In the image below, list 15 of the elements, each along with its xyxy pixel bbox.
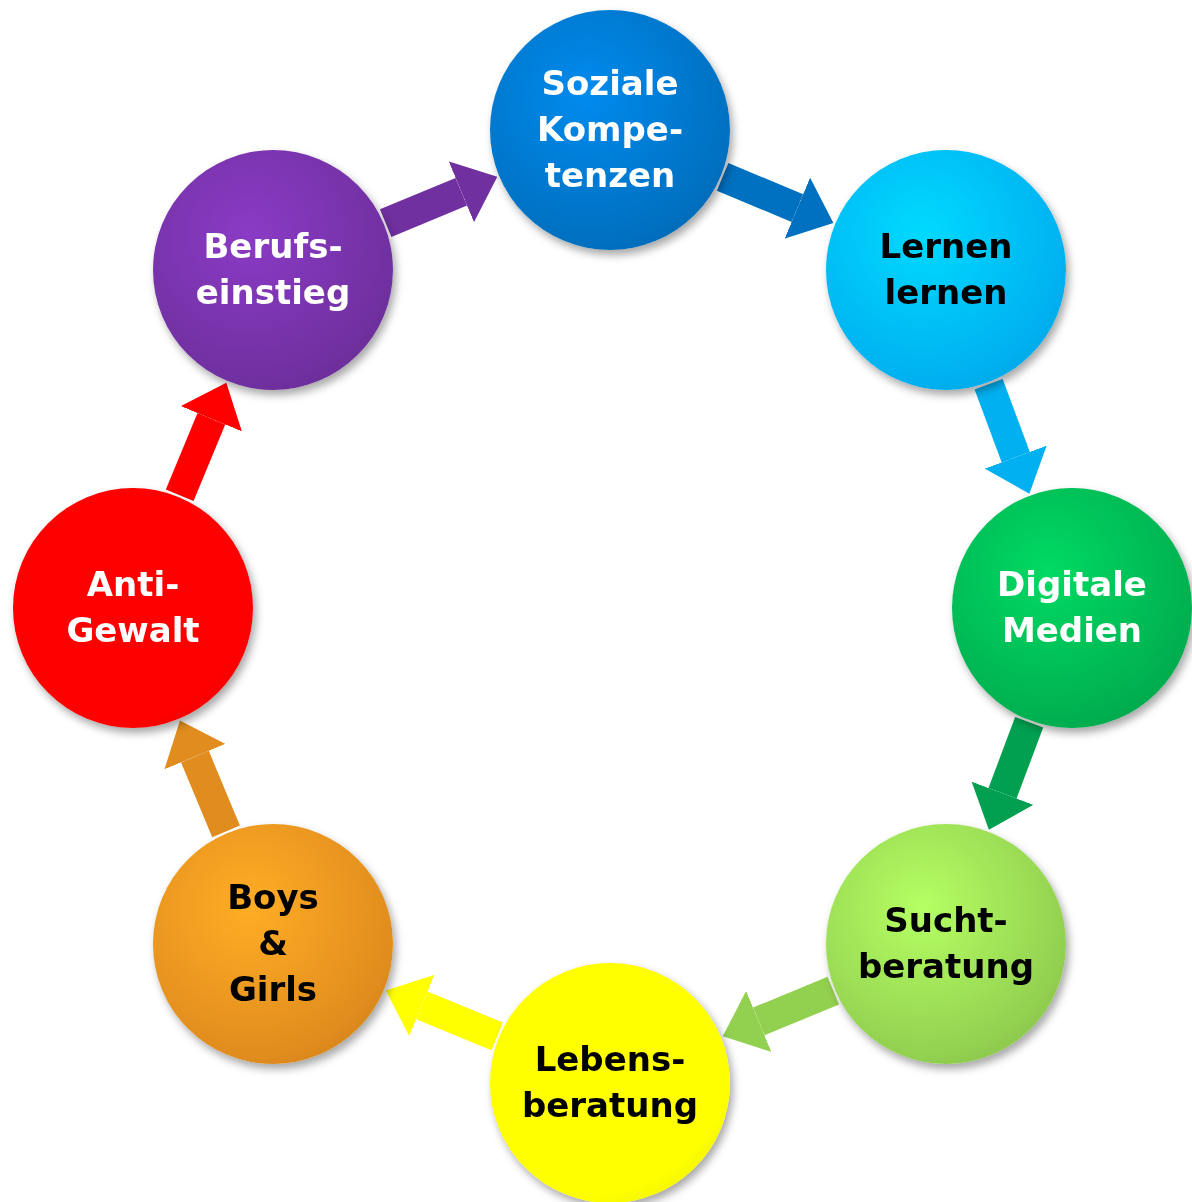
block-arrow xyxy=(379,161,498,238)
node-label: Digitale Medien xyxy=(997,563,1147,652)
block-arrow xyxy=(722,976,839,1052)
node-label: Soziale Kompe- tenzen xyxy=(537,62,683,197)
block-arrow xyxy=(971,717,1044,830)
node-label: Anti- Gewalt xyxy=(66,563,200,652)
block-arrow xyxy=(974,379,1047,494)
node-label: Berufs- einstieg xyxy=(195,225,351,314)
block-arrow xyxy=(716,163,834,239)
node-label: Sucht- beratung xyxy=(857,899,1035,988)
node-label: Boys & Girls xyxy=(227,876,319,1011)
node-label: Lernen lernen xyxy=(879,225,1013,314)
block-arrow xyxy=(385,974,503,1051)
node-label: Lebens- beratung xyxy=(521,1038,699,1127)
block-arrow xyxy=(164,720,240,838)
